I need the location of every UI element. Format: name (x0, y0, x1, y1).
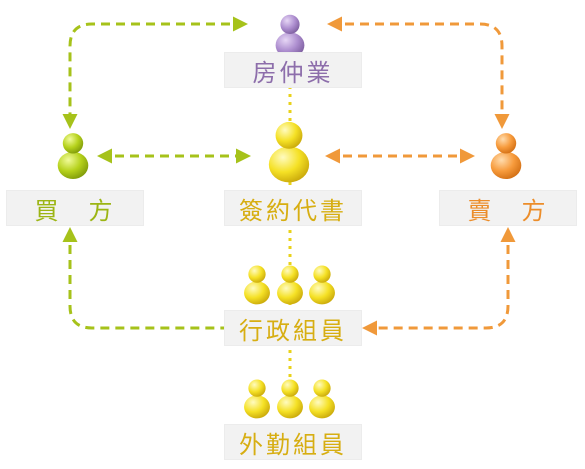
agent-label: 房仲業 (224, 52, 362, 88)
scrivener-person-icon (268, 121, 310, 183)
seller-person-icon (490, 133, 522, 179)
buyer-label: 買 方 (6, 190, 144, 226)
seller-label: 賣 方 (439, 190, 577, 226)
arrow-agent-to-buyer (62, 16, 248, 129)
arrow-buyer-admin (62, 227, 248, 336)
scrivener-label: 簽約代書 (224, 190, 362, 226)
arrow-seller-to-agent (327, 16, 510, 129)
agent-person-icon (275, 14, 305, 58)
arrow-seller-admin (362, 227, 516, 336)
field-label: 外勤組員 (224, 424, 362, 460)
buyer-person-icon (57, 133, 89, 179)
admin-people-group-icon (244, 265, 335, 305)
admin-label: 行政組員 (224, 310, 362, 346)
field-people-group-icon (244, 379, 335, 419)
